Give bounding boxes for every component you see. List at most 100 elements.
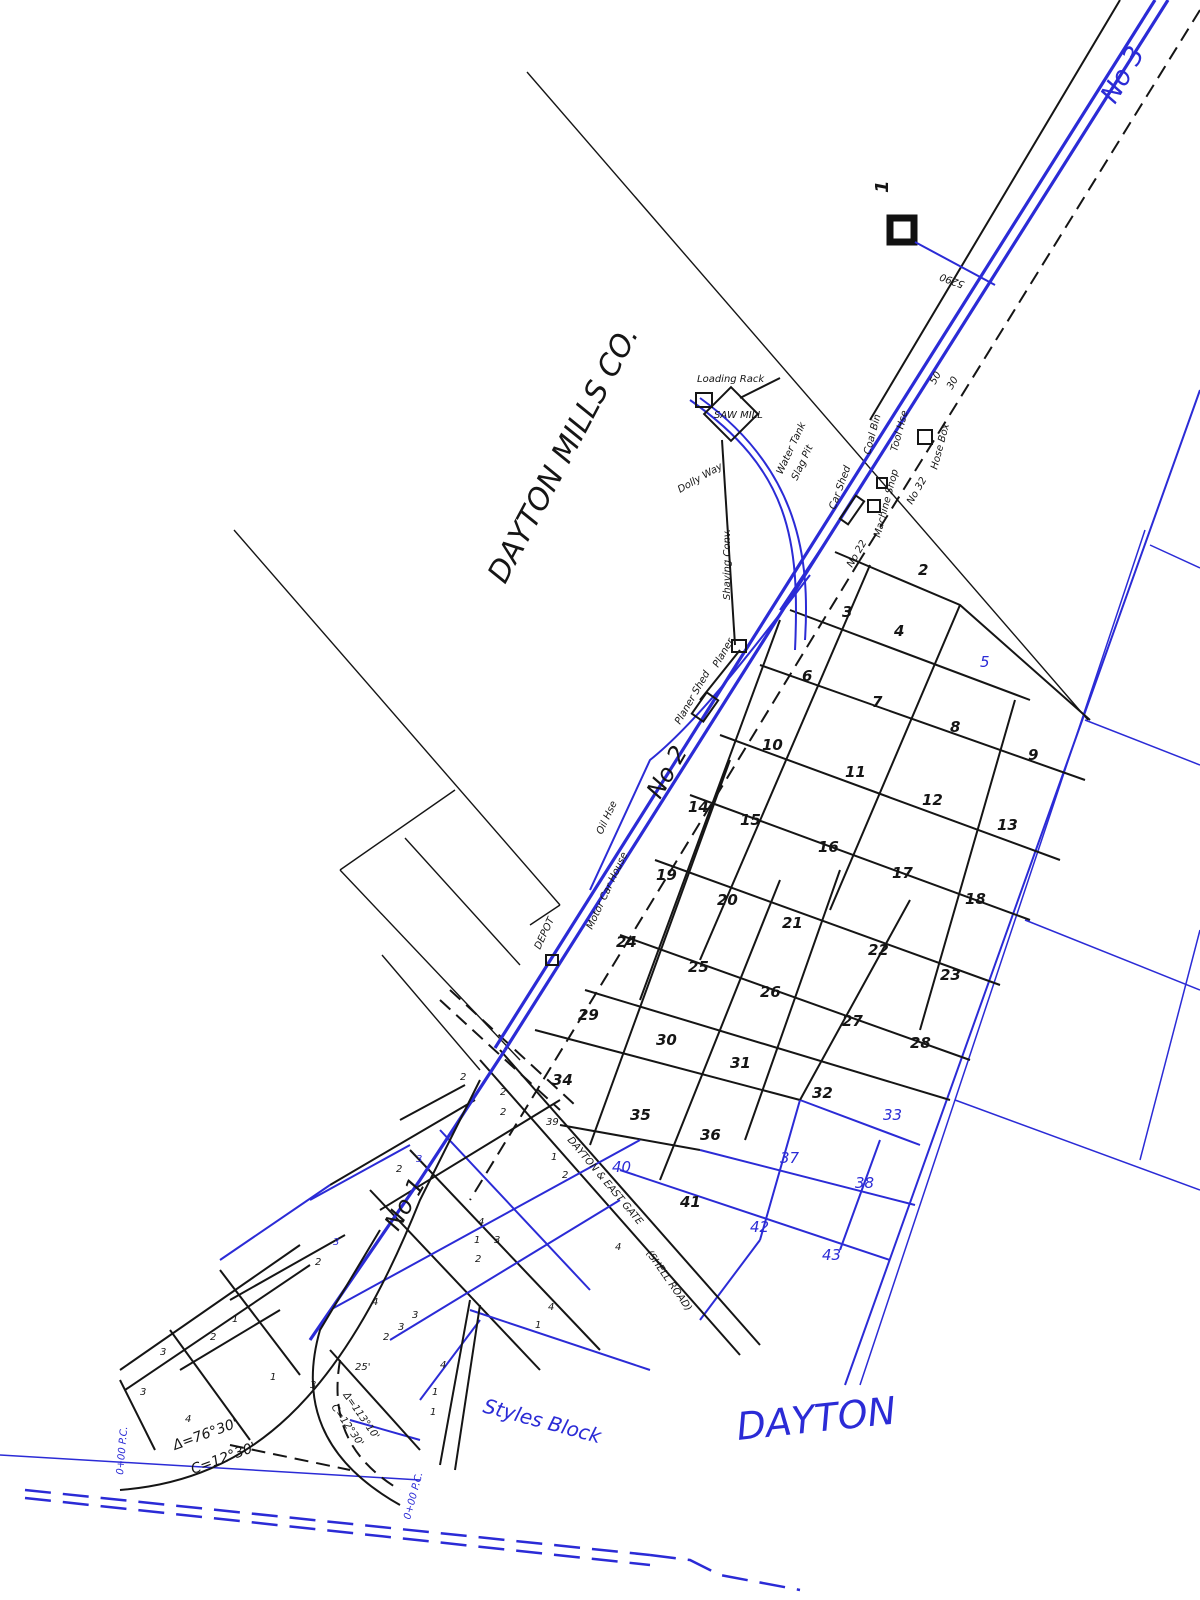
small-lot-number: 4 bbox=[440, 1360, 446, 1371]
planer-shed-building bbox=[690, 690, 720, 724]
lot-number: 26 bbox=[760, 983, 781, 1001]
lot-number: 11 bbox=[845, 763, 866, 781]
lot-number: 37 bbox=[780, 1149, 800, 1167]
distance-25: 25' bbox=[355, 1362, 370, 1373]
marker-1-label: 1 bbox=[872, 180, 893, 193]
lot-number: 33 bbox=[883, 1106, 902, 1124]
car-shed-building bbox=[838, 494, 866, 526]
lot-number: 40 bbox=[612, 1158, 631, 1176]
small-lot-number: 4 bbox=[185, 1414, 191, 1425]
small-lot-number: 3 bbox=[310, 1380, 316, 1391]
small-lot-number: 3 bbox=[412, 1310, 418, 1321]
small-lot-number: 3 bbox=[494, 1235, 500, 1246]
lot-number: 15 bbox=[740, 811, 761, 829]
track-no-2: No 2 bbox=[641, 741, 693, 803]
labels: DAYTON MILLS CO. DAYTON Styles Block DAY… bbox=[115, 41, 1151, 1520]
buildings bbox=[545, 214, 996, 966]
lot-number: 18 bbox=[965, 890, 986, 908]
lot-number: 17 bbox=[892, 864, 913, 882]
lot-number: 28 bbox=[910, 1034, 931, 1052]
lot-grid bbox=[534, 551, 1091, 1321]
small-lot-number: 1 bbox=[551, 1152, 557, 1163]
label-shaving-conv: Shaving Conv. bbox=[722, 529, 733, 600]
lot-number: 13 bbox=[997, 816, 1018, 834]
lot-number: 7 bbox=[872, 693, 883, 711]
small-lot-number: 2 bbox=[210, 1332, 216, 1343]
lot-number: 2 bbox=[918, 561, 928, 579]
lower-town-blocks bbox=[119, 1049, 761, 1471]
small-lot-number: 1 bbox=[535, 1320, 541, 1331]
lot-number: 35 bbox=[630, 1106, 651, 1124]
mark-30: 30 bbox=[945, 375, 961, 392]
lot-number: 20 bbox=[717, 891, 738, 909]
dayton-east-gate-road bbox=[439, 989, 576, 1111]
lot-number: 3 bbox=[842, 603, 852, 621]
lot-number: 5 bbox=[980, 653, 990, 671]
lot-number: 24 bbox=[616, 933, 637, 951]
lot-number: 39 bbox=[546, 1117, 559, 1128]
lot-number: 31 bbox=[730, 1054, 751, 1072]
lot-number: 32 bbox=[812, 1084, 833, 1102]
lot-number: 12 bbox=[922, 791, 943, 809]
lot-number: 6 bbox=[802, 667, 812, 685]
lot-number: 14 bbox=[688, 798, 709, 816]
lot-number: 38 bbox=[855, 1174, 874, 1192]
hose-box-building bbox=[917, 429, 933, 445]
lot-number: 9 bbox=[1028, 746, 1038, 764]
lot-number: 36 bbox=[700, 1126, 721, 1144]
small-lot-number: 3 bbox=[398, 1322, 404, 1333]
loading-rack bbox=[695, 392, 713, 408]
small-lot-number: 2 bbox=[475, 1254, 481, 1265]
lot-number: 34 bbox=[552, 1071, 573, 1089]
small-lot-number: 1 bbox=[270, 1372, 276, 1383]
small-lot-number: 3 bbox=[416, 1154, 422, 1165]
small-lot-number: 1 bbox=[474, 1235, 480, 1246]
small-lot-number: 3 bbox=[140, 1387, 146, 1398]
small-lot-number: 2 bbox=[460, 1072, 466, 1083]
lot-number: 10 bbox=[762, 736, 783, 754]
small-lot-numbers: 3 2 2 3 1 2 4 3 2 4 1 2 3 4 1 2 3 1 2 4 … bbox=[140, 1072, 621, 1425]
label-oil-hse: Oil Hse bbox=[595, 799, 620, 836]
label-dolly-way: Dolly Way bbox=[676, 461, 726, 496]
machine-shop-building bbox=[867, 499, 881, 513]
blue-boundaries bbox=[0, 389, 1200, 1481]
label-saw-mill: SAW MILL bbox=[714, 410, 763, 421]
lot-number: 16 bbox=[818, 838, 839, 856]
depot-building bbox=[545, 954, 559, 966]
small-lot-number: 2 bbox=[562, 1170, 568, 1181]
small-lot-number: 2 bbox=[500, 1107, 506, 1118]
railroad-tracks bbox=[24, 0, 1200, 1592]
track-no-1: No 1 bbox=[379, 1173, 431, 1235]
lot-number: 41 bbox=[679, 1193, 701, 1211]
small-lot-number: 2 bbox=[315, 1257, 321, 1268]
lot-number: 22 bbox=[868, 941, 889, 959]
small-lot-number: 4 bbox=[548, 1302, 554, 1313]
lot-number: 27 bbox=[842, 1012, 863, 1030]
small-lot-number: 4 bbox=[478, 1217, 484, 1228]
mark-50: 50 bbox=[928, 370, 944, 387]
road-name: DAYTON & EAST GATE bbox=[565, 1135, 645, 1228]
tool-house-building bbox=[876, 477, 888, 489]
label-loading-rack: Loading Rack bbox=[697, 374, 765, 385]
lot-number: 19 bbox=[656, 866, 677, 884]
track-no-3: No 3 bbox=[1095, 41, 1151, 108]
small-lot-number: 3 bbox=[160, 1347, 166, 1358]
saw-mill-building bbox=[702, 385, 760, 443]
marker-1-square bbox=[886, 214, 918, 246]
lot-number: 25 bbox=[688, 958, 709, 976]
road-note: (SHELL ROAD) bbox=[644, 1248, 694, 1313]
small-lot-number: 3 bbox=[333, 1237, 339, 1248]
small-lot-number: 1 bbox=[432, 1387, 438, 1398]
small-lot-number: 1 bbox=[232, 1314, 238, 1325]
mill-company-title: DAYTON MILLS CO. bbox=[481, 320, 646, 588]
lot-number: 29 bbox=[578, 1006, 599, 1024]
small-lot-number: 1 bbox=[430, 1407, 436, 1418]
lot-number: 42 bbox=[750, 1218, 769, 1236]
pc-left: 0+00 P.C. bbox=[115, 1426, 130, 1475]
lot-number: 4 bbox=[893, 622, 904, 640]
label-motor-car-house: Motor Car House bbox=[585, 851, 630, 932]
lot-number: 8 bbox=[950, 718, 960, 736]
lot-number: 23 bbox=[940, 966, 961, 984]
small-lot-number: 4 bbox=[372, 1297, 378, 1308]
